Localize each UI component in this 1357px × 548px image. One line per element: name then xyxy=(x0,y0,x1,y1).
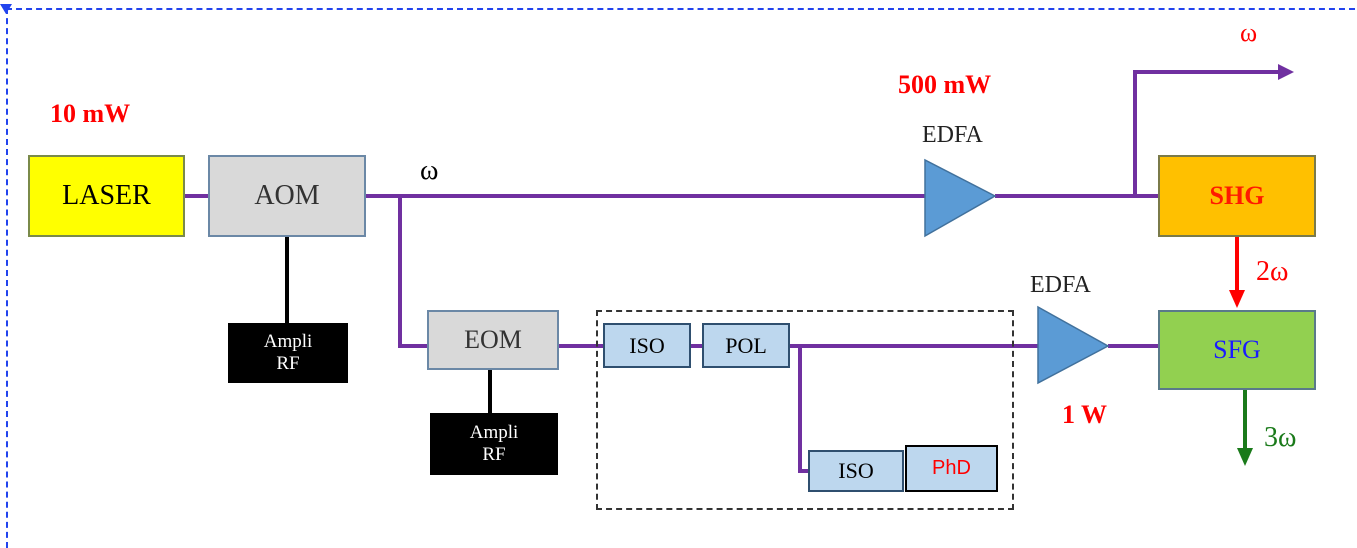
fiber-omega-output xyxy=(1133,70,1280,196)
omega-output-label: ω xyxy=(1240,18,1258,47)
pol-box: POL xyxy=(702,323,790,368)
omega-output-arrowhead xyxy=(1278,64,1294,80)
fiber-aom-eom xyxy=(398,196,427,348)
edfa-bottom-label: EDFA xyxy=(1030,272,1091,298)
shg-box: SHG xyxy=(1158,155,1316,237)
edfa-top-amplifier xyxy=(924,158,997,238)
two-omega-label: 2ω xyxy=(1256,256,1289,287)
ampli-rf-1-line2: RF xyxy=(276,353,300,374)
detection-group-outline xyxy=(596,310,1014,510)
three-omega-label: 3ω xyxy=(1264,422,1297,453)
aom-box: AOM xyxy=(208,155,366,237)
phd-box: PhD xyxy=(905,445,998,492)
fiber-pol-iso2 xyxy=(798,346,808,473)
ampli-rf-2-line2: RF xyxy=(482,444,506,465)
ampli-rf-1-line1: Ampli xyxy=(263,331,313,353)
iso-box-2: ISO xyxy=(808,450,904,492)
ampli-rf-2-line1: Ampli xyxy=(469,422,519,444)
omega-branch-label: ω xyxy=(420,155,439,186)
three-omega-arrowhead xyxy=(1237,448,1253,466)
laser-power-label: 10 mW xyxy=(50,99,131,128)
laser-box: LASER xyxy=(28,155,185,237)
frame-corner-marker xyxy=(0,4,12,14)
two-omega-arrowhead xyxy=(1229,290,1245,308)
frame-border xyxy=(6,8,1355,548)
edfa-bottom-amplifier xyxy=(1037,305,1110,385)
edfa-top-label: EDFA xyxy=(922,122,983,148)
connection-lines xyxy=(185,64,1294,473)
edfa-bottom-power-label: 1 W xyxy=(1062,400,1108,429)
iso-box-1: ISO xyxy=(603,323,691,368)
edfa-top-power-label: 500 mW xyxy=(898,70,992,99)
sfg-box: SFG xyxy=(1158,310,1316,390)
eom-box: EOM xyxy=(427,310,559,370)
